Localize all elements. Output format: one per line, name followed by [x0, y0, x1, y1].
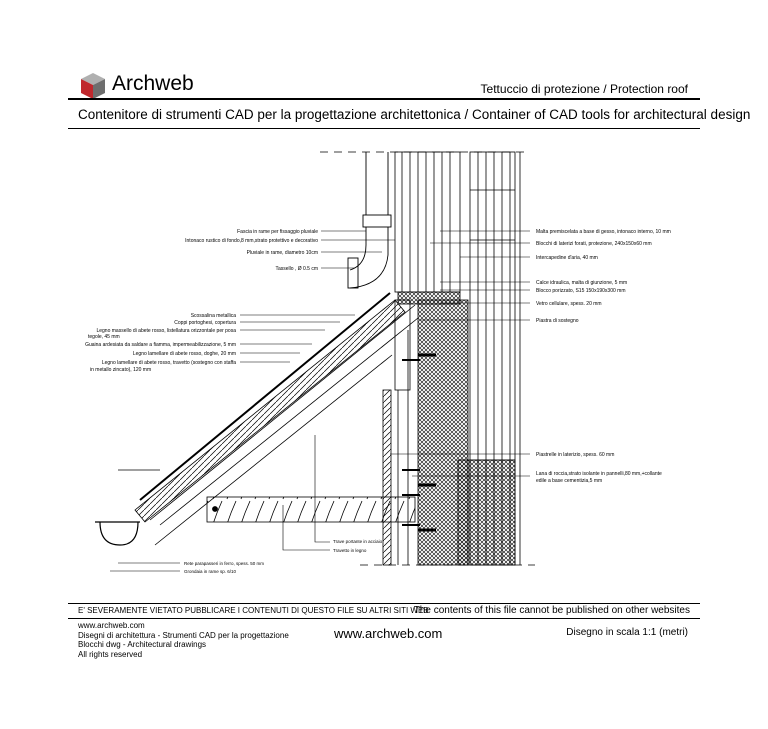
svg-text:Blocchi di laterizi forati, pr: Blocchi di laterizi forati, protezione, … — [536, 241, 652, 247]
svg-text:Legno lamellare di abete rosso: Legno lamellare di abete rosso, travetto… — [102, 360, 236, 366]
svg-text:Blocco porizzato, S15 150x190x: Blocco porizzato, S15 150x190x300 mm — [536, 288, 626, 294]
footer-line: All rights reserved — [78, 649, 143, 659]
copyright-warning-it: E' SEVERAMENTE VIETATO PUBBLICARE I CONT… — [78, 606, 429, 615]
copyright-warning-en: The contents of this file cannot be publ… — [413, 605, 690, 616]
svg-text:Legno massello di abete rosso,: Legno massello di abete rosso, listellat… — [96, 328, 236, 334]
left-annotations: Fascia in rame per fissaggio pluviale In… — [85, 229, 318, 373]
svg-text:in metallo zincato), 120 mm: in metallo zincato), 120 mm — [90, 367, 151, 373]
svg-text:Piastrelle in laterizio, spess: Piastrelle in laterizio, spess. 60 mm — [536, 452, 614, 458]
footer-line: Blocchi dwg - Architectural drawings — [78, 640, 207, 649]
svg-text:Travetto in legno: Travetto in legno — [333, 548, 367, 553]
svg-text:Grondaia in rame sp. 6/10: Grondaia in rame sp. 6/10 — [184, 569, 237, 574]
right-annotations: Malta premiscelata a base di gesso, into… — [536, 229, 671, 484]
brick-tile-cladding — [382, 389, 392, 566]
website-link[interactable]: www.archweb.com — [334, 626, 443, 641]
svg-text:Intercapedine d'aria, 40 mm: Intercapedine d'aria, 40 mm — [536, 255, 598, 261]
svg-text:Rete parapasseri in ferro, spe: Rete parapasseri in ferro, spess. 50 mm — [184, 561, 264, 566]
svg-text:Pluviale in rame, diametro 10c: Pluviale in rame, diametro 10cm — [247, 250, 318, 256]
svg-text:Vetro cellulare, spess. 20 mm: Vetro cellulare, spess. 20 mm — [536, 301, 602, 307]
svg-text:Calce idraulica, malta di giun: Calce idraulica, malta di giunzione, 5 m… — [536, 280, 627, 286]
svg-text:Coppi portoghesi, copertura: Coppi portoghesi, copertura — [174, 320, 236, 326]
bottom-annotations: Trave portante in acciaio Travetto in le… — [184, 539, 383, 574]
brick-protection-layer — [394, 151, 461, 293]
svg-text:Tassello , Ø 0.5 cm: Tassello , Ø 0.5 cm — [275, 266, 318, 272]
header-divider — [68, 98, 700, 100]
svg-text:Malta premiscelata a base di g: Malta premiscelata a base di gesso, into… — [536, 229, 671, 235]
timber-joist — [206, 496, 416, 523]
svg-text:Piastra di sostegno: Piastra di sostegno — [536, 318, 579, 324]
cellular-glass-layer — [397, 291, 461, 305]
roof-section — [134, 292, 419, 546]
svg-text:Fascia in rame per fissaggio p: Fascia in rame per fissaggio pluviale — [237, 229, 318, 235]
svg-text:Legno lamellare di abete rosso: Legno lamellare di abete rosso, doghe, 2… — [133, 351, 236, 357]
brand-name: Archweb — [112, 72, 194, 95]
gutter — [95, 521, 140, 546]
drawing-scale: Disegno in scala 1:1 (metri) — [566, 627, 688, 638]
svg-text:Intonaco rustico di fondo,8 mm: Intonaco rustico di fondo,8 mm,strato pr… — [185, 238, 318, 244]
footer-line: Disegni di architettura - Strumenti CAD … — [78, 630, 289, 640]
svg-text:Guaina ardesiata da saldare a: Guaina ardesiata da saldare a fiamma, im… — [85, 342, 236, 348]
footer-link[interactable]: www.archweb.com — [78, 621, 145, 630]
downpipe — [347, 152, 392, 289]
svg-text:Trave portante in acciaio: Trave portante in acciaio — [333, 539, 383, 544]
svg-text:edile a base cementizia,5 mm: edile a base cementizia,5 mm — [536, 478, 602, 484]
svg-text:Lana di roccia,strato isolante: Lana di roccia,strato isolante in pannel… — [536, 471, 662, 477]
page-subtitle: Contenitore di strumenti CAD per la prog… — [78, 107, 751, 122]
footer-info: www.archweb.com Disegni di architettura … — [78, 621, 289, 659]
leader-lines — [110, 230, 530, 572]
subtitle-divider — [68, 128, 700, 129]
archweb-logo-icon — [81, 73, 105, 99]
footer-divider-top — [68, 603, 700, 604]
footer-divider-bottom — [68, 618, 700, 619]
drawing-title: Tettuccio di protezione / Protection roo… — [480, 82, 688, 96]
svg-text:tegole, 45 mm: tegole, 45 mm — [88, 334, 120, 340]
svg-text:Scossalina metallica: Scossalina metallica — [191, 313, 237, 319]
